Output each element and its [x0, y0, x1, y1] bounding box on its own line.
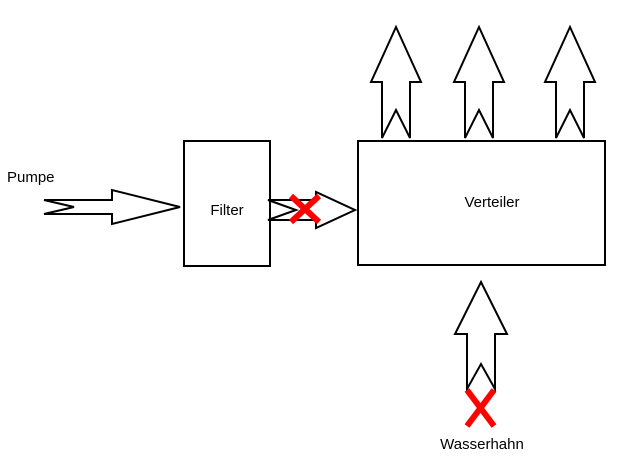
distributor-outflow-arrow-3 — [543, 24, 597, 139]
distributor-outflow-arrow-2 — [452, 24, 506, 139]
distributor-box — [357, 140, 606, 266]
distributor-outflow-arrow-1 — [369, 24, 423, 139]
pump-label: Pumpe — [7, 169, 55, 186]
tap-blocked-cross-icon — [464, 388, 497, 428]
cross-stroke-2 — [288, 193, 322, 225]
filter-label: Filter — [210, 202, 243, 219]
pump-to-filter-arrow — [43, 188, 181, 226]
filter-box — [183, 140, 271, 267]
tap-cross-stroke-2 — [464, 388, 497, 428]
tap-to-distributor-arrow — [453, 279, 509, 393]
blocked-flow-cross-icon — [288, 193, 322, 225]
distributor-label: Verteiler — [464, 194, 519, 211]
tap-label: Wasserhahn — [440, 436, 524, 453]
filter-to-distributor-arrow — [267, 190, 358, 230]
